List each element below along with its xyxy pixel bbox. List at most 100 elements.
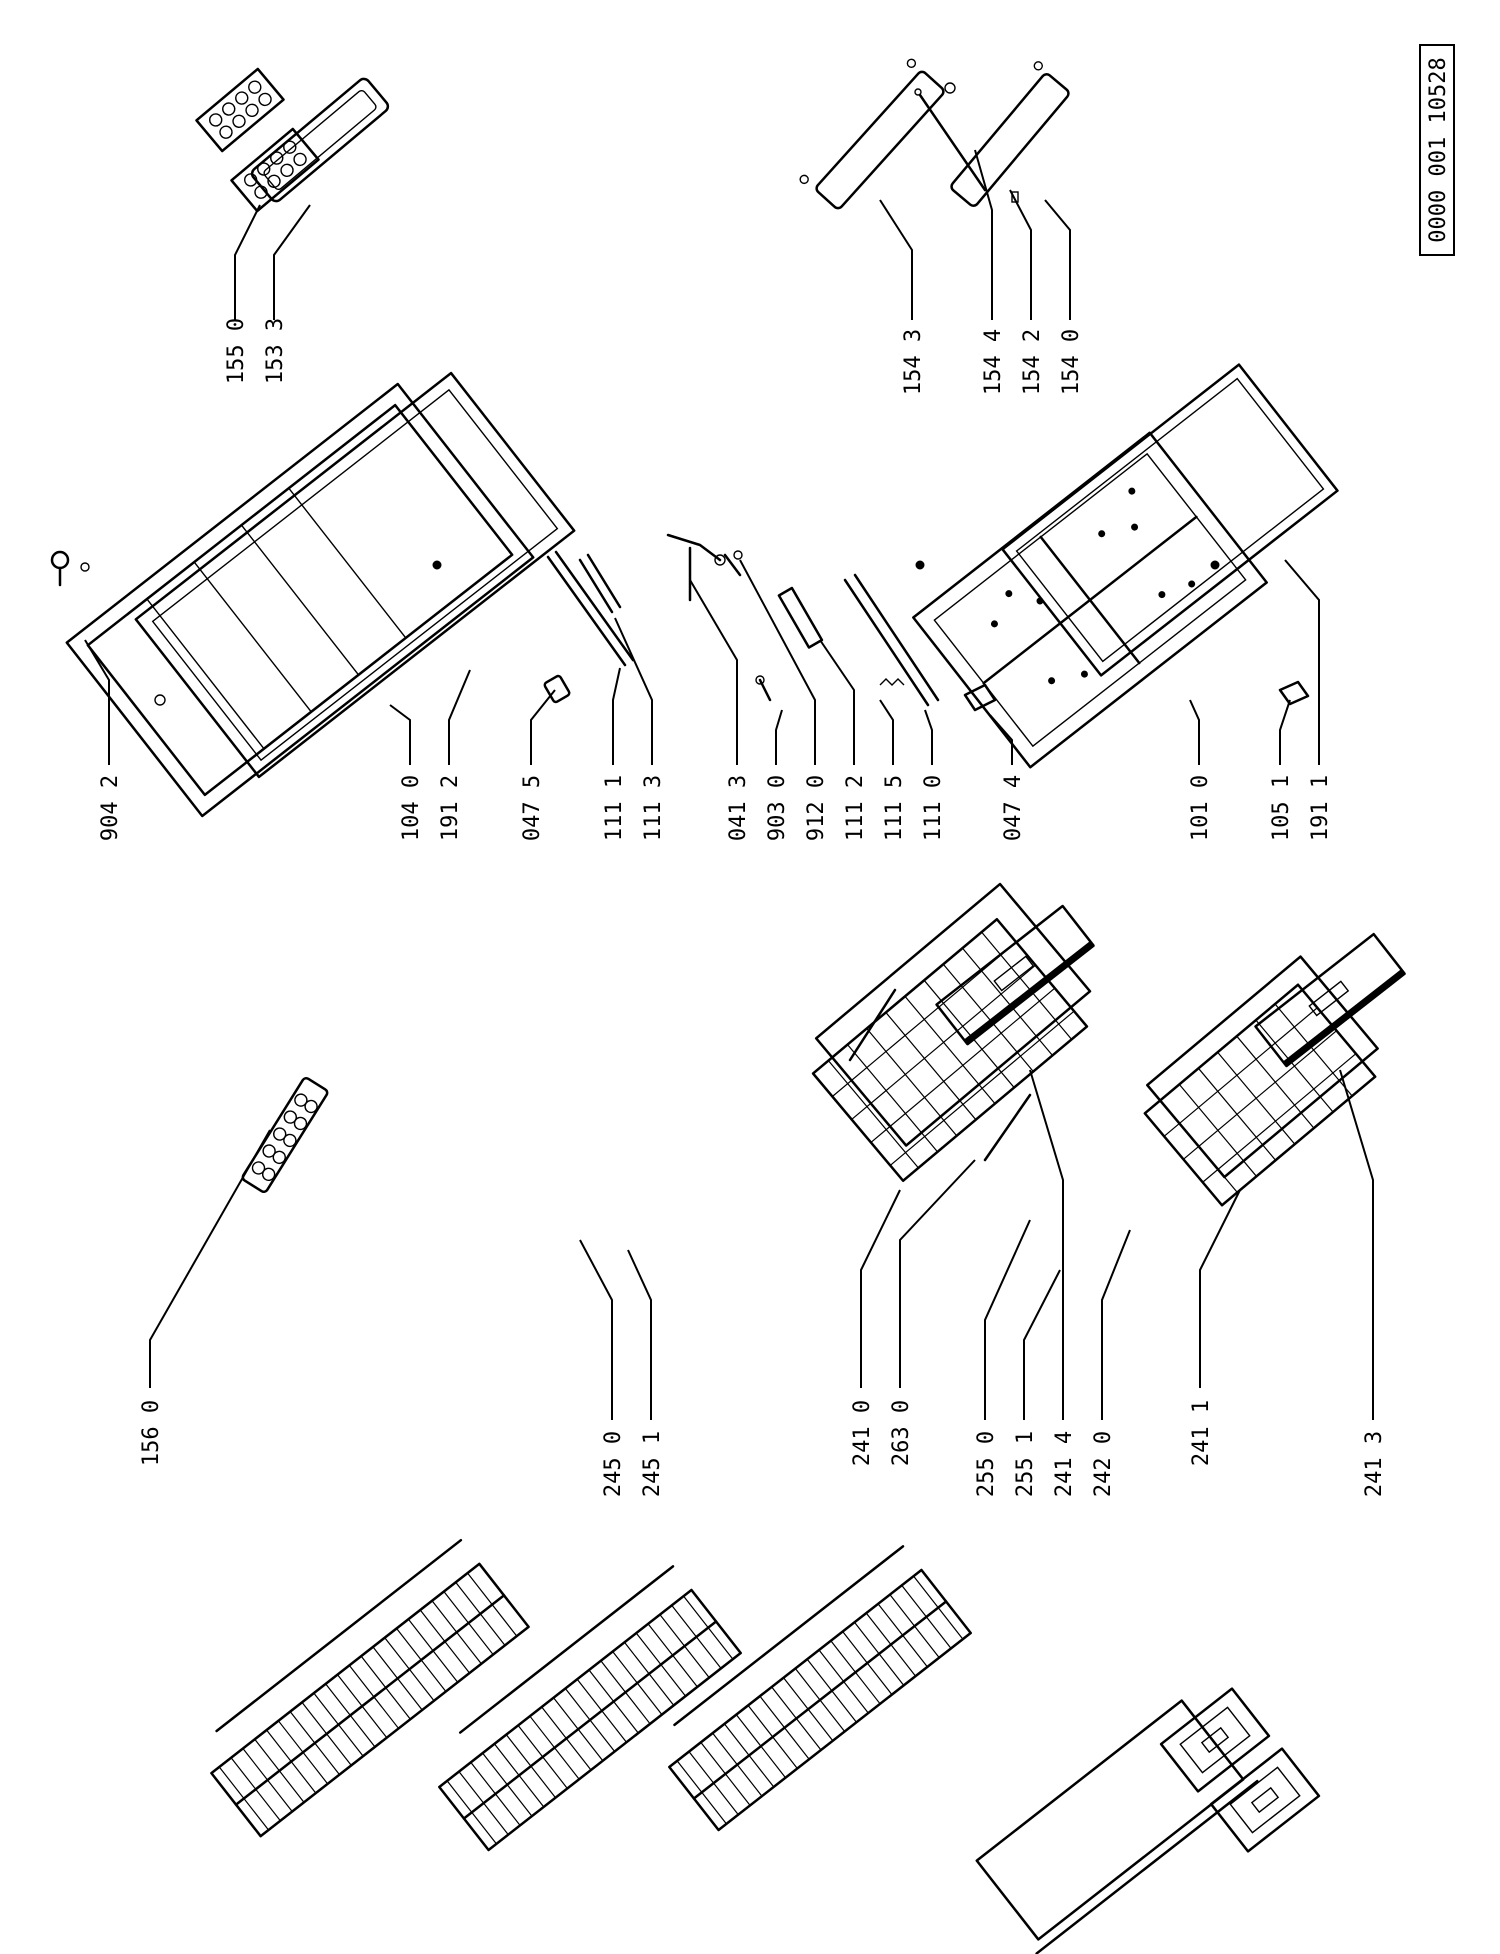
leader-047-5 [530,689,556,765]
part-245-wire-shelf-b [438,1565,742,1852]
part-154-0-door-bar [950,61,1070,207]
leader-242-0 [1101,1229,1131,1420]
leader-245-1 [627,1249,652,1420]
label-101-0: 101 0 [1188,775,1213,841]
part-154-4-screw [914,88,987,192]
part-912-0-pin [723,550,743,577]
leader-111-5 [879,699,894,765]
crisper-cover-texture [990,487,1196,685]
part-263-0-rod-b [983,1093,1032,1162]
label-111-2: 111 2 [843,775,868,841]
leader-241-1 [1199,1189,1241,1388]
leader-111-2 [819,639,855,765]
label-111-5: 111 5 [882,775,907,841]
document-reference-number: 0000 001 10528 [1426,57,1451,242]
label-255-1: 255 1 [1013,1431,1038,1497]
leader-101-0 [1189,699,1200,765]
label-912-0: 912 0 [804,775,829,841]
label-111-3: 111 3 [641,775,666,841]
part-241-0-wire-basket [811,882,1092,1183]
document-reference-box: 0000 001 10528 [1419,44,1455,256]
leader-245-0 [579,1239,613,1420]
leader-154-4 [974,149,993,320]
part-105-1-clip [1278,680,1310,706]
label-041-3: 041 3 [726,775,751,841]
part-903-0-screw [755,675,772,702]
label-104-0: 104 0 [399,775,424,841]
part-111-5-spring [879,678,905,686]
label-155-0: 155 0 [224,318,249,384]
label-245-1: 245 1 [640,1431,665,1497]
leader-154-0 [1044,199,1071,320]
label-242-0: 242 0 [1091,1431,1116,1497]
leader-263-0 [899,1159,976,1388]
leader-903-0 [775,709,783,765]
label-111-0: 111 0 [921,775,946,841]
part-154-3-door-bar [799,58,945,210]
part-153-3-tray-holder [250,77,390,203]
part-191-2-door-gasket [134,371,576,779]
part-241-4-basket-front [935,904,1095,1046]
label-154-2: 154 2 [1020,329,1045,395]
leader-191-1 [1284,559,1320,765]
label-255-0: 255 0 [974,1431,999,1497]
leader-lines [84,149,1374,1420]
label-105-1: 105 1 [1269,775,1294,841]
part-241-1-wire-basket [1143,955,1379,1207]
part-111-2-bar [777,586,824,649]
leader-105-1 [1279,699,1291,765]
leader-241-3 [1339,1069,1374,1420]
part-245-wire-shelf-a [210,1538,530,1838]
leader-255-1 [1023,1269,1061,1420]
part-101-0-screw [915,560,925,570]
part-156-0-egg-rack [241,1076,329,1194]
label-191-1: 191 1 [1308,775,1333,841]
label-263-0: 263 0 [889,1400,914,1466]
part-047-4-cap [963,683,997,712]
part-191-1-screw [1210,560,1220,570]
label-241-0: 241 0 [850,1400,875,1466]
part-904-2-knob [50,550,166,706]
part-191-1-glass-plate [1001,363,1339,677]
part-155-0-ice-tray-a [195,67,285,153]
leader-041-3 [689,579,738,765]
part-191-2-screw [432,560,442,570]
label-154-4: 154 4 [981,329,1006,395]
label-154-0: 154 0 [1059,329,1084,395]
part-154-2-pin [944,82,1019,203]
leader-111-0 [924,709,933,765]
part-245-wire-shelf-c [668,1545,972,1832]
part-255-glass-shelf [975,1699,1259,1954]
label-047-4: 047 4 [1001,775,1026,841]
leader-153-3 [273,204,311,320]
leader-191-2 [448,669,471,765]
part-047-5-clip [543,674,571,704]
leader-104-0 [389,704,411,765]
label-156-0: 156 0 [139,1400,164,1466]
leader-255-0 [984,1219,1031,1420]
part-111-1-handle [546,550,635,667]
part-263-0-rod-a [848,988,897,1062]
leader-912-0 [739,559,816,765]
label-241-3: 241 3 [1362,1431,1387,1497]
part-242-0-box-b [1209,1747,1321,1853]
part-155-0-ice-tray-b [230,127,320,213]
part-111-3-handle [578,553,622,614]
label-241-4: 241 4 [1052,1431,1077,1497]
leader-241-4 [1029,1069,1064,1420]
part-241-3-basket-front [1254,932,1406,1068]
part-104-0-door-frame [65,382,535,818]
part-041-3-hinge [666,533,726,602]
leader-155-0 [234,204,261,320]
leader-154-3 [879,199,913,320]
part-101-0-crisper-cover [912,431,1268,769]
label-154-3: 154 3 [901,329,926,395]
leader-156-0 [149,1129,271,1388]
label-111-1: 111 1 [602,775,627,841]
leader-154-2 [1009,189,1032,320]
label-245-0: 245 0 [601,1431,626,1497]
label-191-2: 191 2 [438,775,463,841]
label-241-1: 241 1 [1189,1400,1214,1466]
leader-111-1 [612,667,621,765]
